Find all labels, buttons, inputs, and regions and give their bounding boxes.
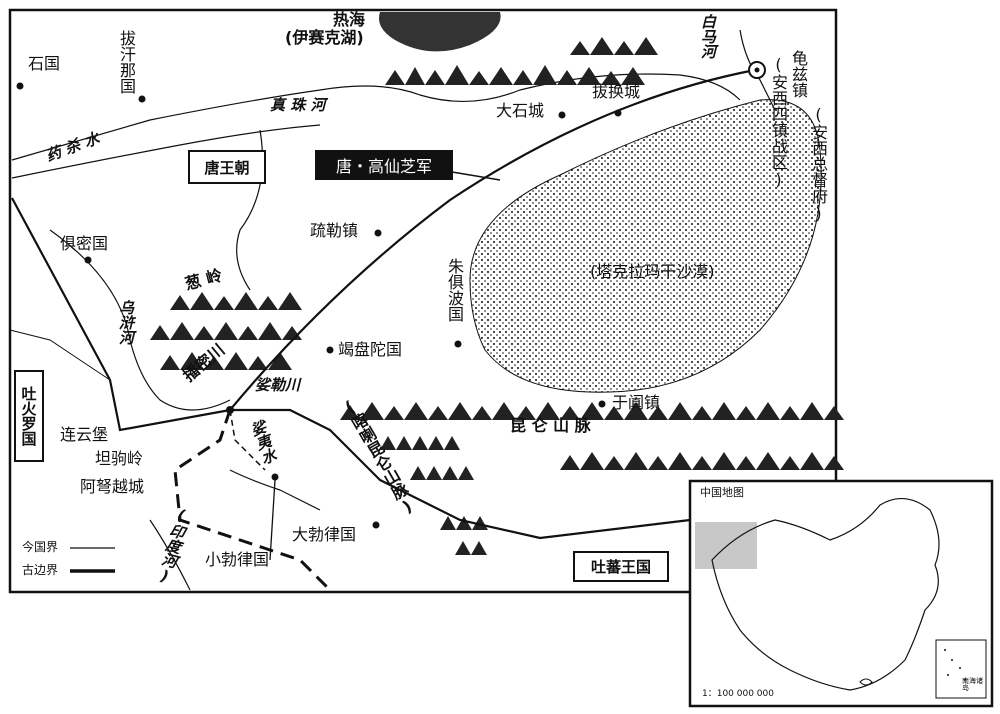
tufanwangguo-box: 吐蕃王国 <box>573 551 669 582</box>
xiaobolvguo-label: 小勃律国 <box>205 550 270 569</box>
bahuancheng-label: 拔换城 <box>592 82 641 101</box>
dashicheng-label: 大石城 <box>496 101 545 120</box>
shulezhen-label: 疏勒镇 <box>310 221 359 240</box>
borders <box>9 197 691 592</box>
taklamakan-desert <box>469 99 822 393</box>
legend-modern-border: 今国界 <box>22 540 59 554</box>
rehai-lake <box>379 12 501 52</box>
qiuzizhen-label: 龟兹镇 <box>789 50 808 98</box>
bahannaguo-label: 拔汗那国 <box>117 30 136 94</box>
wuhuhe-label: 乌浒河 <box>117 300 135 345</box>
rehai-label: 热海 <box>333 10 366 29</box>
inset-scale: 1：100 000 000 <box>702 689 774 699</box>
jumiguo-label: 俱密国 <box>60 234 109 253</box>
jiepantuoguo-label: 竭盘陀国 <box>338 340 403 359</box>
shiguo-label: 石国 <box>28 54 61 73</box>
china-outline <box>711 498 940 691</box>
poqinchuan-label: 娑勒川 <box>255 376 301 394</box>
city-dots <box>16 82 622 529</box>
tang-dynasty-box: 唐王朝 <box>188 150 266 184</box>
anxi-dudufu-label: (安西总督府) <box>809 105 828 223</box>
zhujubo-label: 朱俱波国 <box>445 258 464 322</box>
tanjuling-label: 坦驹岭 <box>95 449 144 468</box>
army-label: 唐・高仙芝军 <box>315 150 453 180</box>
yutianzhen-label: 于阗镇 <box>612 393 661 412</box>
inset-title: 中国地图 <box>700 486 744 499</box>
zhenzhuhe-label: 真 珠 河 <box>270 96 326 114</box>
mountains <box>150 37 844 555</box>
taklamakan-label: (塔克拉玛干沙漠) <box>590 262 715 281</box>
legend-ancient-border: 古边界 <box>22 563 59 577</box>
qiuzi-note-label: (安西四镇战区) <box>769 55 788 189</box>
lianyunbao-label: 连云堡 <box>60 425 109 444</box>
tuhuoluoguo-box: 吐火罗国 <box>14 370 44 462</box>
rivers <box>11 29 776 591</box>
inset-box-label: 南海诸岛 <box>962 677 983 692</box>
anuyuecheng-label: 阿弩越城 <box>80 477 145 496</box>
rehai-sub-label: (伊赛克湖) <box>285 28 364 47</box>
baimahe-label: 白马河 <box>699 14 717 59</box>
dabolvguo-label: 大勃律国 <box>292 525 357 544</box>
kunlunshanmai-label: 昆 仑 山 脉 <box>510 416 591 435</box>
